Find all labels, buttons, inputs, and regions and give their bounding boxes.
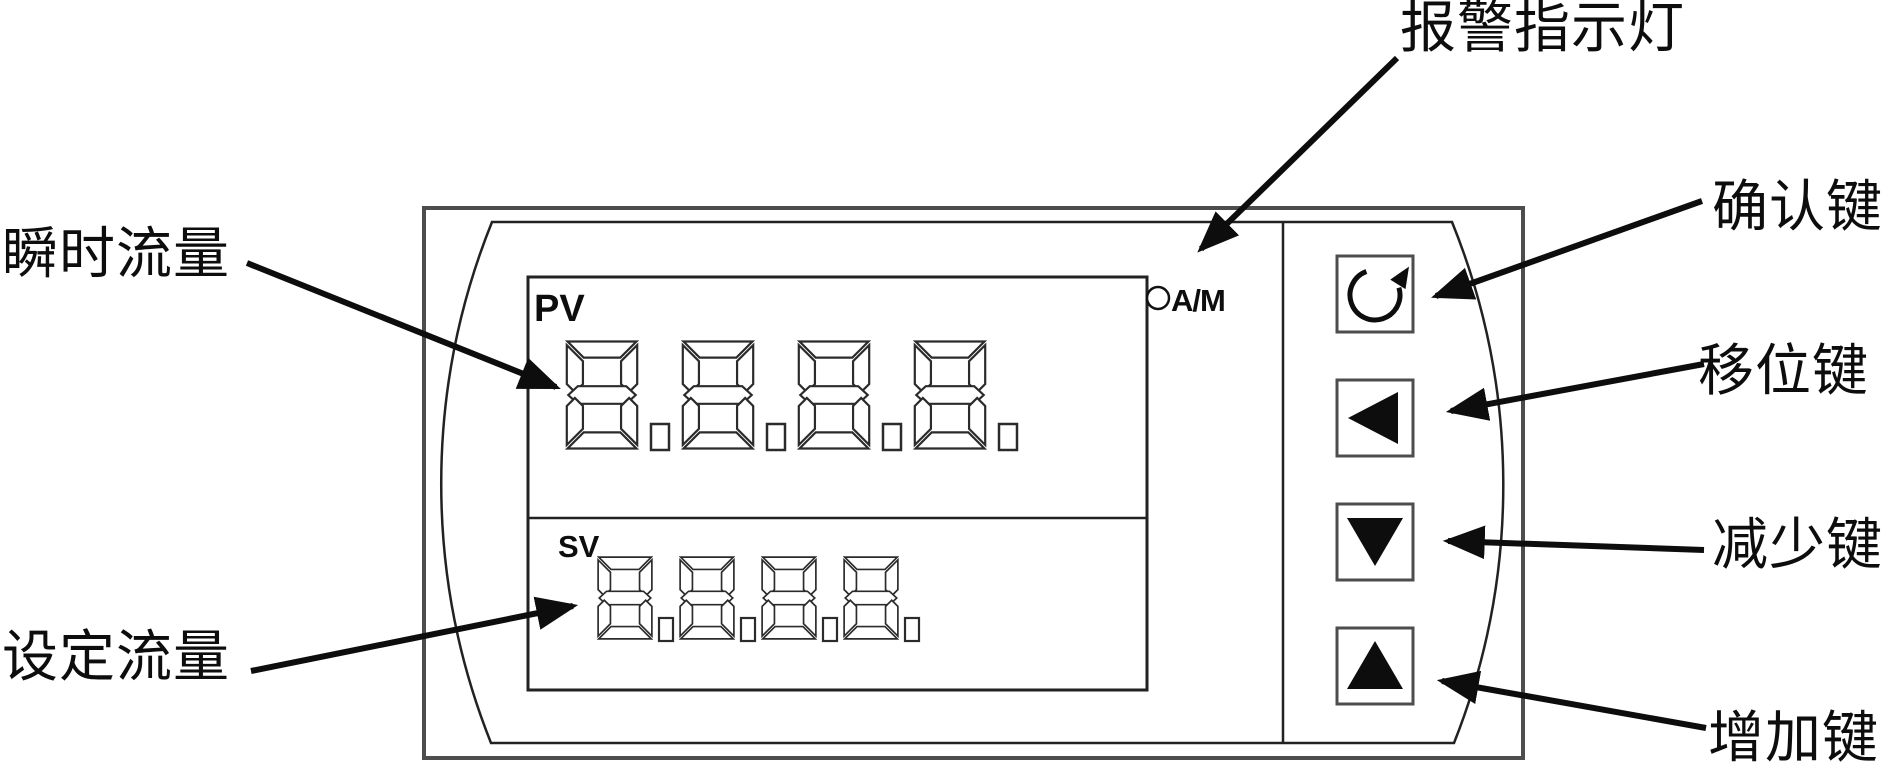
sv-decimal-points [657,616,921,643]
confirm-button[interactable] [1335,254,1417,334]
callout-increase-key: 增加键 [1708,706,1879,769]
sv-seven-segment-display [597,556,921,643]
callout-shift-key: 移位键 [1698,339,1869,402]
shift-pointer-arrow [1445,361,1705,421]
decrease-pointer-arrow [1442,525,1705,560]
callout-alarm-indicator: 报警指示灯 [1400,0,1685,59]
callout-set-flow: 设定流量 [2,625,230,688]
alarm-indicator-led [1145,285,1171,311]
callout-instant-flow: 瞬时流量 [2,222,230,285]
increase-pointer-arrow [1436,670,1707,731]
pv-decimal-points [649,422,1019,452]
auto-manual-caption: A/M [1171,283,1226,318]
down-triangle-icon [1347,518,1403,566]
confirm-pointer-arrow [1431,198,1704,300]
alarm-pointer-arrow [1197,55,1400,253]
callout-decrease-key: 减少键 [1712,513,1883,576]
sv-caption: SV [558,529,600,564]
instant-flow-pointer-arrow [245,260,561,390]
callout-confirm-key: 确认键 [1712,175,1883,238]
decrease-button[interactable] [1335,502,1415,582]
shift-button[interactable] [1335,378,1415,458]
pv-caption: PV [534,288,585,330]
left-triangle-icon [1348,392,1398,444]
rotate-arrow-icon [1347,266,1410,323]
up-triangle-icon [1347,641,1403,689]
set-flow-pointer-arrow [250,596,579,674]
pv-seven-segment-display [565,340,1019,452]
increase-button[interactable] [1335,626,1415,706]
